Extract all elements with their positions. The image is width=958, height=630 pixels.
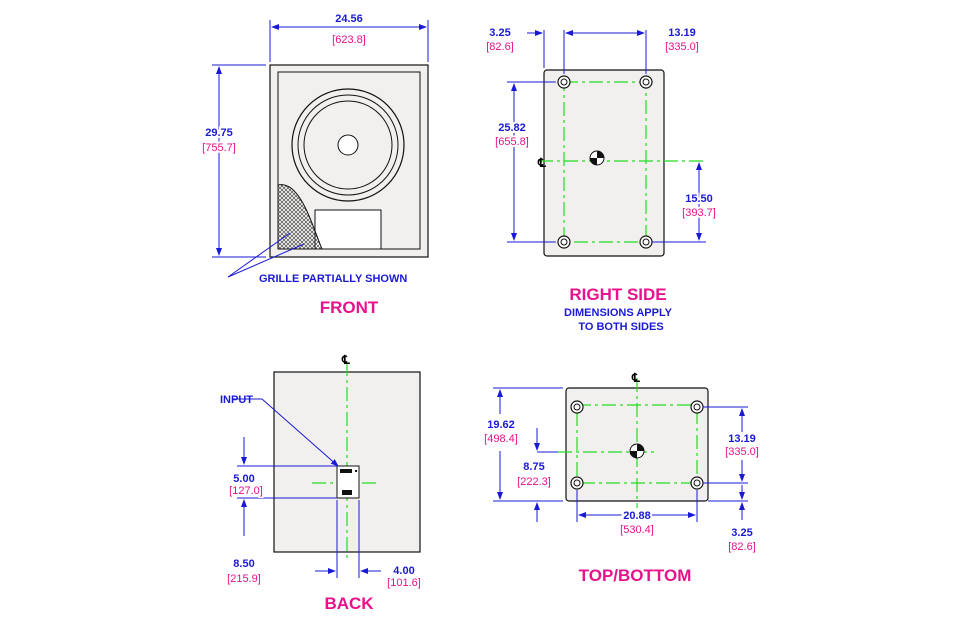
grille-leader-2 (227, 243, 305, 278)
grille-leader-1 (227, 232, 291, 278)
input-leader (261, 398, 339, 467)
front-height-mm: [755.7] (202, 142, 236, 154)
woofer-surround (297, 94, 399, 196)
rigging-point-icon (570, 400, 584, 414)
side-centerline-symbol: ℄ (537, 156, 546, 170)
front-width-in: 24.56 (335, 13, 363, 25)
side-height-mm: [655.8] (495, 136, 529, 148)
input-label: INPUT (220, 394, 253, 406)
side-title: RIGHT SIDE (569, 285, 666, 304)
front-width-mm: [623.8] (332, 34, 366, 46)
side-offset-mm: [82.6] (486, 41, 514, 53)
top-cg-in: 8.75 (523, 461, 544, 473)
side-spacing-mm: [335.0] (665, 41, 699, 53)
rigging-point-icon (557, 75, 571, 89)
back-h1-mm: [101.6] (387, 577, 421, 589)
rigging-point-icon (690, 476, 704, 490)
right-side-view: ℄ 3.25 [82.6] 13.19 [335.0] 25.82 [655.8… (486, 27, 718, 333)
top-width-in: 20.88 (623, 510, 651, 522)
rigging-point-icon (639, 75, 653, 89)
top-width-mm: [530.4] (620, 524, 654, 536)
top-spacing-mm: [335.0] (725, 446, 759, 458)
side-cg-icon (589, 150, 605, 166)
back-v2-in: 8.50 (233, 558, 254, 570)
side-height-in: 25.82 (498, 122, 526, 134)
front-view: 24.56 [623.8] 29.75 [755.7] GRILLE PARTI… (200, 13, 429, 317)
top-title: TOP/BOTTOM (579, 566, 692, 585)
horn-port (314, 209, 382, 250)
top-offset-in: 3.25 (731, 527, 752, 539)
top-cg-icon (629, 443, 645, 459)
side-spacing-in: 13.19 (668, 27, 696, 39)
side-subtitle-2: TO BOTH SIDES (578, 321, 663, 333)
side-rigging-centerline (563, 81, 647, 243)
top-depth-in: 19.62 (487, 419, 515, 431)
back-v1-mm: [127.0] (229, 485, 263, 497)
back-v1-in: 5.00 (233, 473, 254, 485)
top-bottom-view: ℄ 19.62 [498.4] 8.75 [222.3] 13.19 [3 (484, 371, 759, 585)
back-view: ℄ INPUT 5.00 [127.0] 8.50 [215.9] 4.00 [… (220, 353, 421, 613)
back-h1-in: 4.00 (393, 565, 414, 577)
top-centerline-symbol: ℄ (631, 371, 640, 385)
top-spacing-in: 13.19 (728, 433, 756, 445)
back-v2-mm: [215.9] (227, 573, 261, 585)
grille-note: GRILLE PARTIALLY SHOWN (259, 273, 407, 285)
grille-hatch (277, 184, 323, 250)
side-offset-in: 3.25 (489, 27, 510, 39)
back-centerline-symbol: ℄ (341, 353, 350, 367)
side-subtitle-1: DIMENSIONS APPLY (564, 307, 673, 319)
input-panel-icon (336, 465, 360, 499)
front-title: FRONT (320, 298, 379, 317)
side-rigging-points (557, 75, 653, 249)
top-depth-mm: [498.4] (484, 433, 518, 445)
side-cg-in: 15.50 (685, 193, 713, 205)
rigging-point-icon (570, 476, 584, 490)
side-cg-mm: [393.7] (682, 207, 716, 219)
rigging-point-icon (639, 235, 653, 249)
top-cg-mm: [222.3] (517, 476, 551, 488)
front-height-in: 29.75 (205, 127, 233, 139)
woofer-outer-icon (291, 88, 405, 202)
side-panel (543, 69, 665, 257)
top-rigging-points (570, 400, 704, 490)
rigging-point-icon (557, 235, 571, 249)
back-title: BACK (324, 594, 374, 613)
top-offset-mm: [82.6] (728, 541, 756, 553)
woofer-dustcap (337, 134, 359, 156)
rigging-point-icon (690, 400, 704, 414)
